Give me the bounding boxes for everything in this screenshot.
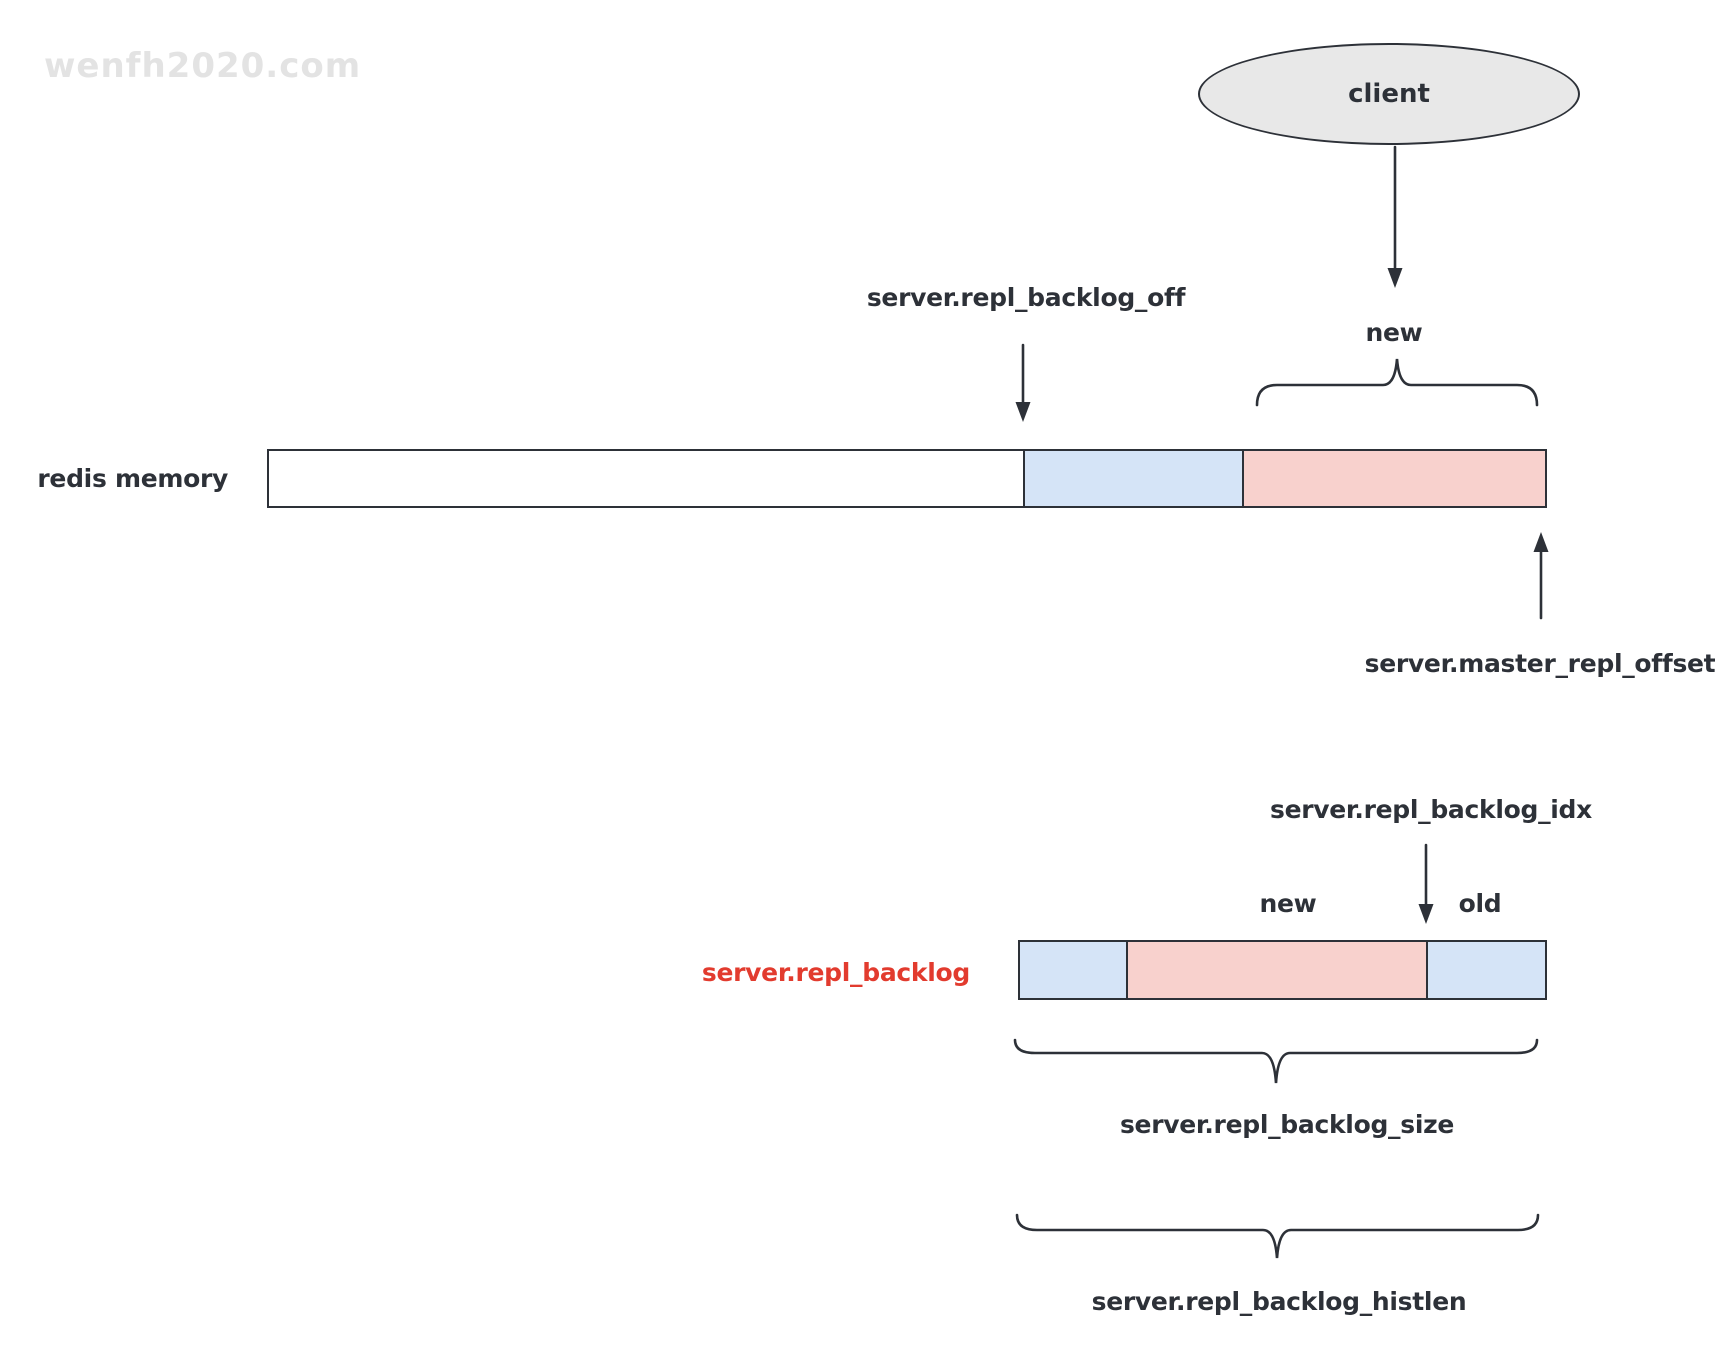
backlog-old-section — [1425, 942, 1545, 998]
backlog-left-blue-section — [1020, 942, 1127, 998]
memory-free-section — [269, 451, 1023, 506]
client-label: client — [1348, 79, 1430, 109]
repl-backlog-off-arrow — [1015, 343, 1031, 422]
client-arrow — [1387, 145, 1403, 288]
label-repl-backlog-size: server.repl_backlog_size — [1119, 1110, 1455, 1139]
master-repl-offset-arrow — [1533, 532, 1549, 620]
redis-memory-bar — [267, 449, 1547, 508]
redis-memory-label: redis memory — [37, 464, 228, 493]
label-repl-backlog: server.repl_backlog — [701, 958, 970, 987]
label-old: old — [1458, 889, 1502, 918]
repl-backlog-bar — [1018, 940, 1547, 1000]
label-master-repl-offset: server.master_repl_offset — [1364, 649, 1716, 678]
repl-backlog-idx-arrow — [1418, 843, 1434, 924]
repl-backlog-size-brace — [1013, 1038, 1539, 1084]
new-brace — [1255, 358, 1539, 407]
label-repl-backlog-idx: server.repl_backlog_idx — [1270, 795, 1592, 824]
label-new-bottom: new — [1259, 889, 1317, 918]
backlog-new-section — [1126, 942, 1426, 998]
watermark: wenfh2020.com — [44, 46, 362, 86]
label-new-top: new — [1365, 318, 1423, 347]
repl-backlog-histlen-brace — [1015, 1213, 1540, 1259]
label-repl-backlog-histlen: server.repl_backlog_histlen — [1091, 1287, 1467, 1316]
label-repl-backlog-off: server.repl_backlog_off — [866, 283, 1186, 312]
memory-blue-section — [1022, 451, 1242, 506]
client-node: client — [1198, 43, 1580, 145]
memory-pink-section — [1241, 451, 1545, 506]
